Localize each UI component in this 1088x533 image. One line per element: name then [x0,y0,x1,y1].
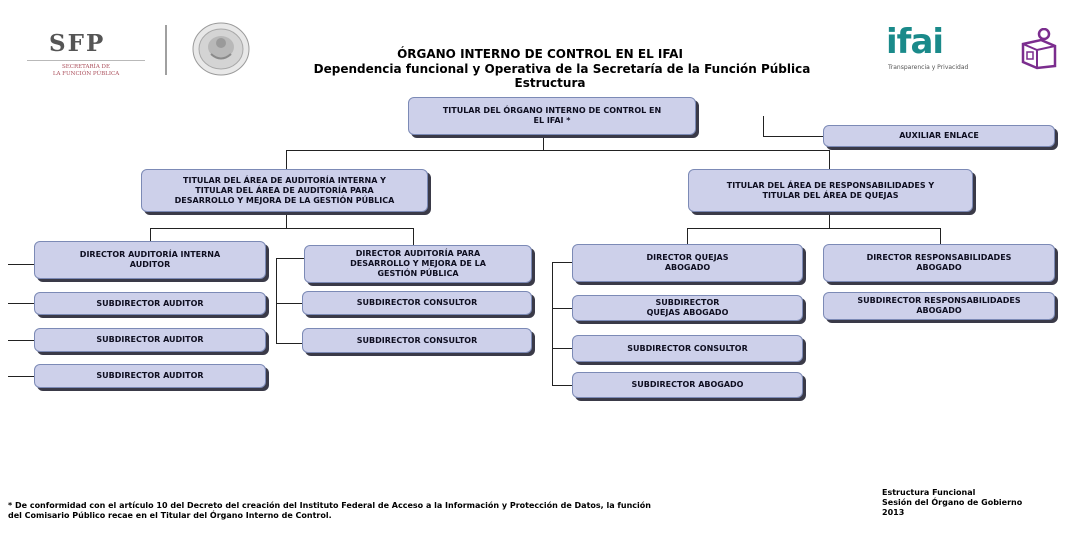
org-box-label: DIRECTOR QUEJAS ABOGADO [646,253,729,272]
people-cube-icon [1019,27,1059,70]
org-box-sub-auditor-1: SUBDIRECTOR AUDITOR [34,292,266,315]
org-box-label: SUBDIRECTOR AUDITOR [96,335,204,344]
sfp-logo-subtitle-line1: SECRETARÍA DE [62,64,110,70]
connector-line [763,136,823,137]
connector-line [940,228,941,244]
org-box-label: AUXILIAR ENLACE [899,131,979,140]
org-box-label: DIRECTOR AUDITORÍA PARA DESARROLLO Y MEJ… [350,249,486,278]
connector-line [276,343,302,344]
sfp-logo-text: SFP [49,30,106,57]
org-box-label: SUBDIRECTOR AUDITOR [96,298,204,308]
org-box-dir-auditoria-interna: DIRECTOR AUDITORÍA INTERNA AUDITOR [34,241,266,279]
connector-line [552,308,572,309]
connector-line [763,116,764,136]
org-box-label: SUBDIRECTOR CONSULTOR [356,335,478,345]
connector-line [552,385,572,386]
footer-line2: Sesión del Órgano de Gobierno [882,498,1023,507]
sfp-logo: SFP SECRETARÍA DE LA FUNCIÓN PÚBLICA [27,24,145,84]
connector-line [276,258,304,259]
connector-line [8,303,34,304]
org-box-sub-quejas: SUBDIRECTOR QUEJAS ABOGADO [572,295,803,321]
org-box-label: DIRECTOR RESPONSABILIDADES ABOGADO [866,253,1012,272]
org-box-label: SUBDIRECTOR CONSULTOR [356,298,478,307]
org-box-responsabilidades-head: TITULAR DEL ÁREA DE RESPONSABILIDADES Y … [688,169,973,212]
sfp-logo-subtitle-line2: LA FUNCIÓN PÚBLICA [52,71,120,77]
footnote-line1: * De conformidad con el artículo 10 del … [8,501,651,510]
org-box-sub-auditor-3: SUBDIRECTOR AUDITOR [34,364,266,388]
connector-line [8,340,34,341]
org-box-label: TITULAR DEL ÁREA DE RESPONSABILIDADES Y … [726,180,935,200]
footer-line3: 2013 [882,508,905,517]
connector-line [687,228,940,229]
page-subtitle: Dependencia funcional y Operativa de la … [313,62,811,76]
connector-line [829,150,830,169]
org-box-sub-consultor-2: SUBDIRECTOR CONSULTOR [302,328,532,353]
connector-line [552,262,553,386]
footer-info: Estructura Funcional Sesión del Órgano d… [882,488,1082,518]
connector-line [276,303,302,304]
connector-line [286,212,287,229]
org-box-sub-consultor-1: SUBDIRECTOR CONSULTOR [302,291,532,315]
org-box-sub-consultor-3: SUBDIRECTOR CONSULTOR [572,335,803,362]
mexico-coat-of-arms-seal-icon [191,21,251,77]
ifai-logo-text: ifai [886,22,944,62]
connector-line [829,212,830,229]
connector-line [552,348,572,349]
connector-line [543,135,544,151]
org-box-label: TITULAR DEL ÁREA DE AUDITORÍA INTERNA Y … [174,175,395,205]
org-box-label: SUBDIRECTOR ABOGADO [631,380,744,389]
connector-line [286,150,287,169]
connector-line [276,258,277,344]
org-box-auxiliar-enlace: AUXILIAR ENLACE [823,125,1055,147]
org-box-sub-auditor-2: SUBDIRECTOR AUDITOR [34,328,266,352]
org-box-label: SUBDIRECTOR CONSULTOR [627,343,748,353]
org-box-dir-quejas: DIRECTOR QUEJAS ABOGADO [572,244,803,282]
logo-divider [165,25,167,75]
page-title: ÓRGANO INTERNO DE CONTROL EN EL IFAI [397,47,683,61]
org-box-label: SUBDIRECTOR QUEJAS ABOGADO [646,298,729,317]
footer-line1: Estructura Funcional [882,488,976,497]
footnote-line2: del Comisario Público recae en el Titula… [8,511,332,520]
connector-line [552,262,572,263]
connector-line [8,376,34,377]
org-box-label: SUBDIRECTOR AUDITOR [96,371,204,380]
ifai-logo-tagline: Transparencia y Privacidad [888,64,969,71]
connector-line [687,228,688,244]
org-box-sub-abogado: SUBDIRECTOR ABOGADO [572,372,803,398]
org-box-label: SUBDIRECTOR RESPONSABILIDADES ABOGADO [857,296,1021,315]
connector-line [150,228,151,241]
footnote: * De conformidad con el artículo 10 del … [8,501,798,521]
org-box-titular: TITULAR DEL ÓRGANO INTERNO DE CONTROL EN… [408,97,696,135]
sfp-logo-subtitle: SECRETARÍA DE LA FUNCIÓN PÚBLICA [27,64,145,78]
connector-line [150,228,413,229]
connector-line [413,228,414,245]
connector-line [286,150,829,151]
connector-line [8,264,34,265]
org-box-sub-responsabilidades: SUBDIRECTOR RESPONSABILIDADES ABOGADO [823,292,1055,320]
org-box-label: TITULAR DEL ÓRGANO INTERNO DE CONTROL EN… [442,106,662,125]
org-box-auditoria-head: TITULAR DEL ÁREA DE AUDITORÍA INTERNA Y … [141,169,428,212]
org-box-dir-auditoria-desarrollo: DIRECTOR AUDITORÍA PARA DESARROLLO Y MEJ… [304,245,532,283]
org-box-dir-responsabilidades: DIRECTOR RESPONSABILIDADES ABOGADO [823,244,1055,282]
sfp-logo-rule [27,60,145,61]
org-box-label: DIRECTOR AUDITORÍA INTERNA AUDITOR [79,250,221,269]
page-section-title: Estructura [514,76,586,90]
ifai-logo: ifai Transparencia y Privacidad [884,22,1064,76]
